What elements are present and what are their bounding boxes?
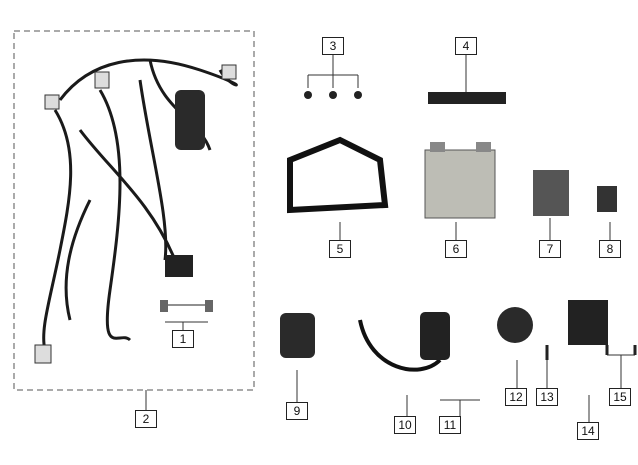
callout-7: 7 <box>539 240 561 258</box>
callout-3: 3 <box>322 37 344 55</box>
callout-1: 1 <box>172 330 194 348</box>
callout-5: 5 <box>329 240 351 258</box>
callout-4: 4 <box>455 37 477 55</box>
callout-14: 14 <box>577 422 599 440</box>
callout-13: 13 <box>536 388 558 406</box>
callout-12: 12 <box>505 388 527 406</box>
callout-9: 9 <box>286 402 308 420</box>
leader-lines <box>145 53 635 422</box>
callout-8: 8 <box>599 240 621 258</box>
wiring-harness-drawing <box>42 58 238 351</box>
harness-group-border <box>13 30 255 391</box>
callout-6: 6 <box>445 240 467 258</box>
callout-2: 2 <box>135 410 157 428</box>
callout-11: 11 <box>439 416 461 434</box>
callout-15: 15 <box>609 388 631 406</box>
callout-10: 10 <box>394 416 416 434</box>
